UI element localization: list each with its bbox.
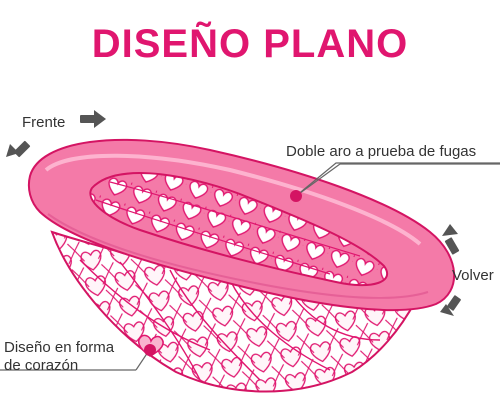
arrow-right-icon [80, 110, 106, 128]
arrow-down-left-icon [6, 140, 31, 158]
heart-marker [144, 344, 156, 356]
double-rim-label: Doble aro a prueba de fugas [286, 143, 477, 160]
front-label: Frente [22, 114, 66, 131]
heart-design-label-line1: Diseño en forma [4, 339, 115, 356]
back-label: Volver [452, 267, 494, 284]
diagram-title: DISEÑO PLANO [91, 22, 409, 66]
double-rim-marker [290, 190, 302, 202]
inner-opening [89, 172, 389, 287]
arrow-up-left-icon [442, 224, 460, 255]
heart-design-label-line2: de corazón [4, 357, 79, 374]
heart-design-label: Diseño en forma de corazón [4, 339, 134, 375]
arrow-down-left-icon [440, 295, 461, 316]
double-rim-leader [295, 162, 500, 197]
